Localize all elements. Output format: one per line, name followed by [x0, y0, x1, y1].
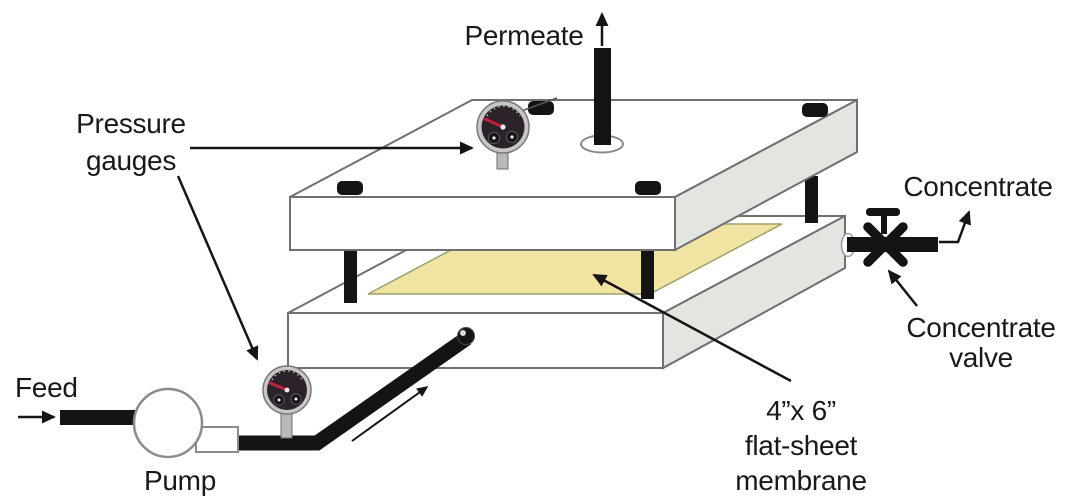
pressure-gauges-arrow-bottom [176, 175, 259, 361]
feed-label: Feed [15, 372, 78, 403]
gauge-subdial-dot [277, 398, 281, 402]
concentrate-valve-label-line2: valve [949, 342, 1013, 373]
bolt-icon [337, 181, 363, 195]
gauge-needle-hub [284, 387, 290, 393]
concentrate-valve-pointer-arrow [887, 269, 918, 307]
top-plate-front-face [289, 196, 676, 251]
cell-post-left [344, 250, 357, 303]
top-plate [289, 98, 858, 252]
bolt-icon [802, 103, 828, 117]
pressure-gauge-top [476, 97, 558, 170]
membrane-label-line1: 4”x 6” [766, 395, 836, 426]
bolt-icon [635, 181, 661, 195]
membrane-label-line2: flat-sheet [745, 430, 858, 461]
concentrate-line [840, 208, 971, 307]
pump-outlet-pipe [228, 331, 472, 451]
pressure-gauges-label-line2: gauges [86, 145, 176, 176]
bolt-icon [528, 101, 554, 115]
gauge-needle [268, 381, 289, 392]
permeate-pipe [580, 12, 624, 154]
feed-line [18, 327, 475, 459]
valve-body-arm [863, 222, 908, 267]
gauge-subdial-dot [294, 397, 298, 401]
concentrate-valve-label-line1: Concentrate [906, 312, 1055, 343]
pressure-gauges-label-line1: Pressure [76, 108, 186, 139]
membrane-label-line3: membrane [735, 465, 866, 496]
permeate-pipe-body [594, 48, 611, 145]
gauge-subdial-dot [510, 135, 514, 139]
concentrate-label: Concentrate [903, 171, 1052, 202]
pressure-gauge-feed [262, 365, 312, 439]
cell-post-back [805, 176, 818, 223]
gauge-needle [483, 117, 505, 129]
cell-post-right [641, 250, 654, 299]
permeate-label: Permeate [465, 20, 584, 51]
gauge-tick-marks [486, 105, 521, 117]
concentrate-flow-arrow [939, 210, 971, 244]
feed-pipe [60, 410, 150, 425]
feed-inlet-nipple-highlight [460, 330, 466, 336]
gauge-stem [280, 411, 293, 439]
concentrate-valve [863, 208, 908, 267]
pump-body [132, 387, 204, 459]
membrane-pointer-arrow [592, 273, 792, 383]
feed-inlet-nipple [457, 327, 475, 345]
gauge-subdial-dot [492, 136, 496, 140]
pump-label: Pump [144, 465, 216, 496]
concentrate-pipe [847, 237, 938, 252]
gauge-needle-hub [500, 124, 506, 130]
bottom-plate-front-face [287, 312, 664, 369]
pipe-direction-arrow [351, 386, 429, 442]
